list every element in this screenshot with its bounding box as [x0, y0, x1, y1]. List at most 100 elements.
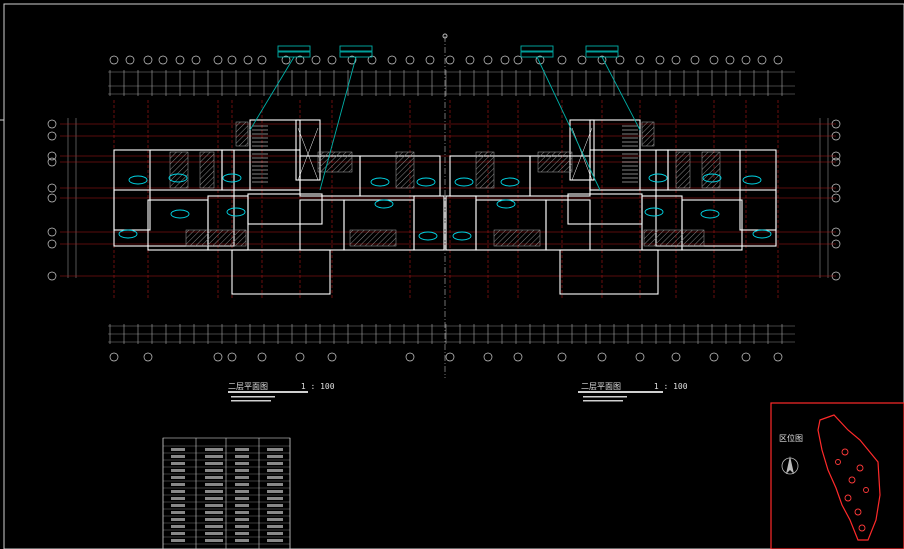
axis-bubble-bottom: [295, 352, 305, 362]
furniture-sofa: [418, 231, 438, 241]
furniture-sofa: [170, 209, 190, 219]
table-cell-text: [235, 497, 249, 500]
room-wall: [247, 193, 323, 225]
table-cell-text: [235, 462, 249, 465]
furniture-sofa: [742, 175, 762, 185]
table-cell-text: [171, 497, 185, 500]
table-cell-text: [267, 476, 283, 479]
callout-leader: [601, 56, 641, 131]
table-cell-text: [205, 511, 223, 514]
table-cell-text: [205, 448, 223, 451]
axis-bubble-top: [295, 55, 305, 65]
table-cell-text: [235, 483, 249, 486]
room-wall: [231, 249, 331, 295]
hatch-area: [475, 151, 495, 189]
furniture-sofa: [128, 175, 148, 185]
axis-bubble-bottom: [635, 352, 645, 362]
axis-bubble-left: [47, 131, 57, 141]
furniture-sofa: [500, 177, 520, 187]
furniture-sofa: [702, 173, 722, 183]
axis-bubble-bottom: [483, 352, 493, 362]
axis-bubble-top: [741, 55, 751, 65]
axis-bubble-top: [773, 55, 783, 65]
furniture-sofa: [118, 229, 138, 239]
callout-box: [520, 51, 554, 58]
axis-bubble-top: [577, 55, 587, 65]
table-cell-text: [235, 469, 249, 472]
axis-bubble-top: [757, 55, 767, 65]
table-cell-text: [267, 518, 283, 521]
axis-bubble-bottom: [597, 352, 607, 362]
plan-title-underlines: [228, 391, 663, 402]
axis-bubble-top: [690, 55, 700, 65]
left-plan-title: 二层平面图: [228, 382, 268, 391]
site-buildings: [835, 448, 869, 532]
axis-bubble-bottom: [143, 352, 153, 362]
left-plan-scale: 1 : 100: [300, 382, 335, 391]
furniture-sofa: [370, 177, 390, 187]
table-cell-text: [171, 525, 185, 528]
room-wall: [559, 249, 659, 295]
table-cell-text: [205, 532, 223, 535]
axis-bubble-top: [175, 55, 185, 65]
room-wall: [567, 193, 643, 225]
hatch-area: [235, 121, 249, 147]
hatch-area: [317, 151, 353, 173]
axis-bubble-left: [47, 183, 57, 193]
furniture-sofa: [374, 199, 394, 209]
right-plan-title: 二层平面图: [581, 382, 621, 391]
hatch-area: [675, 151, 691, 189]
axis-bubble-top: [347, 55, 357, 65]
room-wall: [589, 119, 641, 191]
table-cell-text: [205, 539, 223, 542]
hatch-area: [701, 151, 721, 189]
table-cell-text: [267, 490, 283, 493]
axis-bubble-bottom: [445, 352, 455, 362]
table-cell-text: [171, 483, 185, 486]
furniture-sofa: [496, 199, 516, 209]
elevator-cross: [297, 127, 319, 181]
table-cell-text: [171, 455, 185, 458]
furniture-sofa: [454, 177, 474, 187]
hatch-area: [199, 151, 215, 189]
room-wall: [413, 195, 445, 251]
axis-bubble-bottom: [773, 352, 783, 362]
axis-bubble-bottom: [741, 352, 751, 362]
table-cell-text: [205, 476, 223, 479]
axis-bubble-top: [709, 55, 719, 65]
axis-bubble-top: [109, 55, 119, 65]
axis-bubble-top: [465, 55, 475, 65]
hatch-area: [643, 229, 705, 247]
table-cell-text: [235, 504, 249, 507]
table-cell-text: [267, 497, 283, 500]
furniture-sofa: [700, 209, 720, 219]
location-map-title: 区位图: [779, 434, 803, 443]
axis-bubble-top: [191, 55, 201, 65]
furniture-sofa: [226, 207, 246, 217]
axis-bubble-left: [47, 119, 57, 129]
table-cell-text: [171, 490, 185, 493]
furniture-sofa: [644, 207, 664, 217]
axis-bubble-top: [725, 55, 735, 65]
table-cell-text: [267, 539, 283, 542]
table-cell-text: [171, 532, 185, 535]
elevator-cross: [571, 127, 593, 181]
axis-bubble-top: [327, 55, 337, 65]
table-cell-text: [235, 539, 249, 542]
axis-bubble-top: [500, 55, 510, 65]
axis-bubble-left: [47, 151, 57, 161]
callout-box: [277, 45, 311, 52]
section-callouts[interactable]: [249, 45, 641, 191]
furniture-symbols: [118, 173, 772, 241]
drawing-frame: [3, 3, 904, 549]
axis-grid-bubbles: [47, 55, 841, 362]
table-cell-text: [235, 490, 249, 493]
table-cell-text: [267, 469, 283, 472]
axis-bubble-bottom: [257, 352, 267, 362]
table-cell-text: [171, 539, 185, 542]
building-walls: [113, 119, 777, 295]
table-cell-text: [171, 511, 185, 514]
center-marker: [442, 33, 448, 39]
table-cell-text: [171, 462, 185, 465]
